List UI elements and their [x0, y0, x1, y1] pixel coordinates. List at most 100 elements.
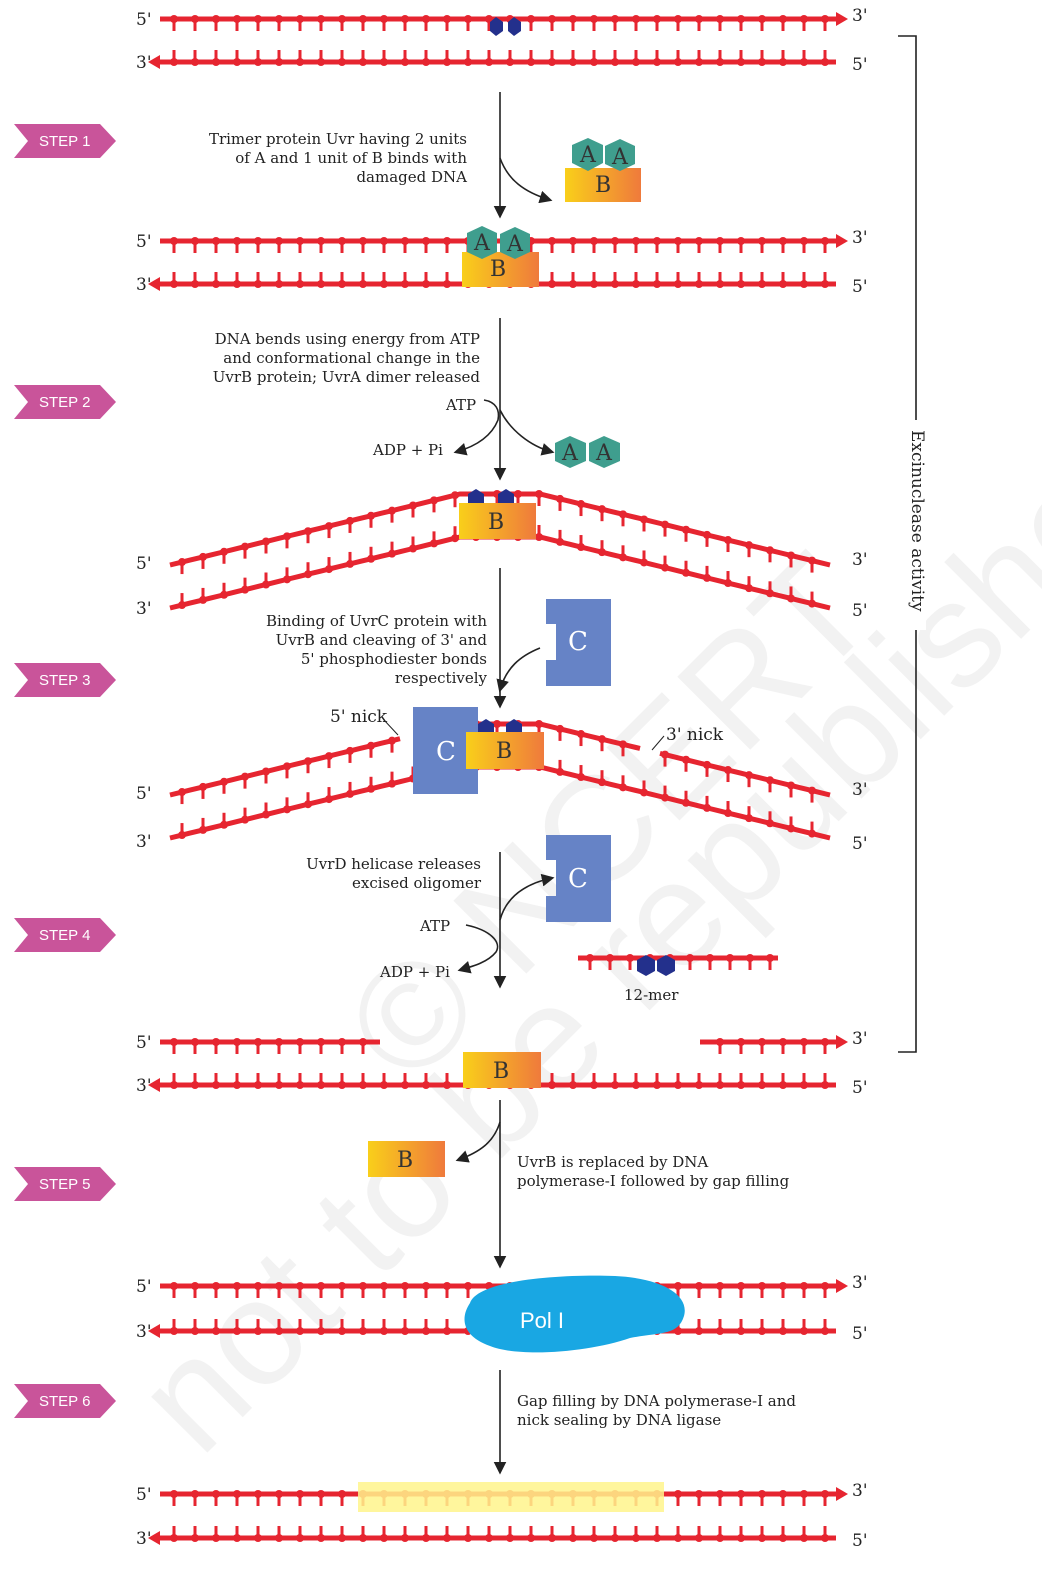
uvr-trimer-free: A A B	[565, 138, 641, 202]
step-badge-3: STEP 3	[14, 663, 116, 697]
step-badge-5: STEP 5	[14, 1167, 116, 1201]
step-badges: STEP 1 STEP 2 STEP 3 STEP 4 STEP 5 STEP 6	[14, 124, 116, 1418]
step-badge-label: STEP 6	[39, 1393, 90, 1410]
excinuclease-bracket: Excinuclease activity	[898, 35, 927, 1053]
uvr-trimer-bound: A A B	[462, 226, 539, 287]
five-prime-end-left: 5'	[136, 1485, 152, 1505]
strand-end-labels: 5' 3' 3' 5' 5' 3' 3' 5' 5' 3' 3' 5' 5' 3' 3' 5' 5' 3' 3' 5'…	[136, 6, 868, 1551]
step-badge-label: STEP 3	[39, 672, 90, 689]
five-prime-end-left: 5'	[136, 232, 152, 252]
uvrc-bound-label: C	[436, 737, 456, 767]
five-prime-end-right: 5'	[852, 277, 868, 297]
step-3-description-line: respectively	[395, 669, 488, 687]
uvra-dimer-released: A A	[555, 436, 620, 468]
five-prime-end-right: 5'	[852, 55, 868, 75]
uvrb-released-label: B	[397, 1148, 413, 1173]
uvrb-label: B	[595, 173, 611, 198]
step-5-description-line: UvrB is replaced by DNA	[517, 1153, 708, 1171]
repaired-segment-highlight	[358, 1482, 664, 1512]
uvra-bound-label-2: A	[506, 232, 524, 257]
uvrb-on-gapped-dna: B	[463, 1052, 541, 1088]
uvra-label-2: A	[611, 145, 629, 170]
thymine-dimer	[490, 17, 521, 36]
three-prime-end-left: 3'	[136, 53, 152, 73]
five-prime-end-right: 5'	[852, 1078, 868, 1098]
step-1-description-line: Trimer protein Uvr having 2 units	[209, 130, 467, 148]
flow-arrows	[453, 92, 555, 1475]
step-badge-label: STEP 5	[39, 1176, 90, 1193]
adp-label-step4: ADP + Pi	[379, 963, 450, 981]
five-prime-end-right: 5'	[852, 601, 868, 621]
three-prime-end-right: 3'	[852, 550, 868, 570]
uvra-released-label: A	[561, 441, 579, 466]
five-prime-end-left: 5'	[136, 10, 152, 30]
atp-label-step4: ATP	[419, 917, 450, 935]
five-prime-end-right: 5'	[852, 834, 868, 854]
step-6-description-line: Gap filling by DNA polymerase-I and	[517, 1392, 796, 1410]
step-badge-label: STEP 1	[39, 133, 90, 150]
nick3-label: 3' nick	[666, 725, 724, 745]
step-badge-label: STEP 2	[39, 394, 90, 411]
step-1-description-line: of A and 1 unit of B binds with	[235, 149, 467, 167]
oligomer-label: 12-mer	[624, 986, 679, 1004]
uvrb-on-bent-dna: B	[459, 489, 536, 539]
nick5-label: 5' nick	[330, 707, 388, 727]
step-2-description-line: DNA bends using energy from ATP	[215, 330, 480, 348]
excised-oligomer	[578, 954, 778, 976]
three-prime-end-right: 3'	[852, 780, 868, 800]
step-3-description-line: Binding of UvrC protein with	[266, 612, 487, 630]
atp-label-step2: ATP	[445, 396, 476, 414]
uvrc-label: C	[568, 627, 588, 657]
three-prime-end-right: 3'	[852, 228, 868, 248]
step-2-description-line: UvrB protein; UvrA dimer released	[213, 368, 481, 386]
uvrb-protein	[565, 168, 641, 202]
three-prime-end-right: 3'	[852, 6, 868, 26]
five-prime-end-right: 5'	[852, 1324, 868, 1344]
uvrb-step2-label: B	[488, 510, 504, 535]
five-prime-end-left: 5'	[136, 1033, 152, 1053]
uvrb-gap-label: B	[493, 1059, 509, 1084]
uvra-bound-label: A	[473, 231, 491, 256]
three-prime-end-right: 3'	[852, 1481, 868, 1501]
uvrb-bound-label: B	[490, 257, 506, 282]
five-prime-end-left: 5'	[136, 784, 152, 804]
bracket-label: Excinuclease activity	[907, 430, 927, 612]
three-prime-end-left: 3'	[136, 1529, 152, 1549]
step-3-description-line: UvrB and cleaving of 3' and	[276, 631, 488, 649]
step-2-description-line: and conformational change in the	[223, 349, 480, 367]
step-badge-1: STEP 1	[14, 124, 116, 158]
uvrb-step3-label: B	[496, 739, 512, 764]
step-5-description-line: polymerase-I followed by gap filling	[517, 1172, 790, 1190]
three-prime-end-left: 3'	[136, 599, 152, 619]
step-6-description-line: nick sealing by DNA ligase	[517, 1411, 721, 1429]
dna-polymerase-1: Pol I	[464, 1275, 685, 1353]
step-3-description-line: 5' phosphodiester bonds	[301, 650, 487, 668]
three-prime-end-right: 3'	[852, 1029, 868, 1049]
uvrb-released: B	[368, 1141, 445, 1177]
uvrc-uvrb-bound: C B	[413, 707, 544, 794]
three-prime-end-left: 3'	[136, 275, 152, 295]
five-prime-end-left: 5'	[136, 554, 152, 574]
uvrc-protein-released: C	[546, 835, 611, 922]
three-prime-end-left: 3'	[136, 1076, 152, 1096]
step-badge-label: STEP 4	[39, 927, 90, 944]
three-prime-end-right: 3'	[852, 1273, 868, 1293]
uvrc-protein-free: C	[546, 599, 611, 686]
uvrb-protein-bound	[462, 252, 539, 287]
step-badge-4: STEP 4	[14, 918, 116, 952]
three-prime-end-left: 3'	[136, 1322, 152, 1342]
uvra-label: A	[579, 143, 597, 168]
step-badge-6: STEP 6	[14, 1384, 116, 1418]
dna-duplex	[148, 12, 848, 69]
step-badge-2: STEP 2	[14, 385, 116, 419]
step-4-description-line: excised oligomer	[352, 874, 482, 892]
reaction-labels: ATP ADP + Pi ATP ADP + Pi 12-mer 5' nick…	[330, 396, 724, 1004]
step-1-description-line: damaged DNA	[356, 168, 467, 186]
step-4-description-line: UvrD helicase releases	[306, 855, 481, 873]
five-prime-end-left: 5'	[136, 1277, 152, 1297]
adp-label-step2: ADP + Pi	[372, 441, 443, 459]
pol-label: Pol I	[520, 1308, 564, 1333]
three-prime-end-left: 3'	[136, 832, 152, 852]
